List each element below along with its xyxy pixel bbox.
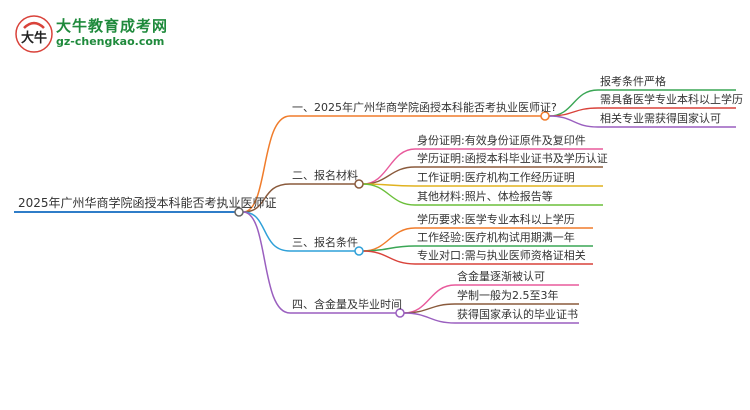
branch-label-3: 三、报名条件 xyxy=(292,236,358,249)
child-connector-1-3 xyxy=(548,115,599,128)
child-connector-2-2 xyxy=(362,166,416,185)
branch-label-2: 二、报名材料 xyxy=(292,169,358,182)
logo-url: gz-chengkao.com xyxy=(56,35,165,48)
child-label-2-1: 身份证明:有效身份证原件及复印件 xyxy=(417,134,586,147)
child-connector-3-1 xyxy=(362,227,416,252)
branch-label-4: 四、含金量及毕业时间 xyxy=(292,298,402,311)
child-label-2-2: 学历证明:函授本科毕业证书及学历认证 xyxy=(417,152,608,165)
child-connector-2-1 xyxy=(362,148,416,185)
child-label-1-2: 需具备医学专业本科以上学历 xyxy=(600,93,743,106)
child-label-2-4: 其他材料:照片、体检报告等 xyxy=(417,190,553,203)
child-label-1-3: 相关专业需获得国家认可 xyxy=(600,112,721,125)
branch-connector-4 xyxy=(242,211,291,314)
child-label-3-3: 专业对口:需与执业医师资格证相关 xyxy=(417,249,586,262)
child-label-4-1: 含金量逐渐被认可 xyxy=(457,270,545,283)
branch-knob-1 xyxy=(540,111,550,121)
mindmap-nodes xyxy=(234,111,550,318)
child-label-2-3: 工作证明:医疗机构工作经历证明 xyxy=(417,171,575,184)
root-node-knob xyxy=(234,207,244,217)
branch-connector-3 xyxy=(242,211,291,252)
child-connector-3-3 xyxy=(362,250,416,265)
branch-knob-4 xyxy=(395,308,405,318)
logo-title: 大牛教育成考网 xyxy=(56,17,169,35)
child-label-3-1: 学历要求:医学专业本科以上学历 xyxy=(417,213,575,226)
child-label-1-1: 报考条件严格 xyxy=(600,75,666,88)
branch-connector-2 xyxy=(242,183,291,213)
child-connector-4-3 xyxy=(403,312,456,324)
branch-label-1: 一、2025年广州华商学院函授本科能否考执业医师证? xyxy=(292,101,557,114)
mindmap-edges xyxy=(14,89,736,324)
child-label-4-3: 获得国家承认的毕业证书 xyxy=(457,308,578,321)
child-connector-3-2 xyxy=(362,245,416,252)
child-label-3-2: 工作经验:医疗机构试用期满一年 xyxy=(417,231,575,244)
child-label-4-2: 学制一般为2.5至3年 xyxy=(457,289,559,302)
site-logo[interactable]: 大牛 大牛教育成考网 gz-chengkao.com xyxy=(14,14,167,54)
branch-knob-2 xyxy=(354,179,364,189)
logo-mark-text: 大牛 xyxy=(21,30,47,46)
branch-knob-3 xyxy=(354,246,364,256)
root-node-label: 2025年广州华商学院函授本科能否考执业医师证 xyxy=(18,196,277,210)
child-connector-2-4 xyxy=(362,183,416,206)
logo-mark-icon: 大牛 xyxy=(15,15,53,53)
branch-connector-1 xyxy=(242,115,291,213)
